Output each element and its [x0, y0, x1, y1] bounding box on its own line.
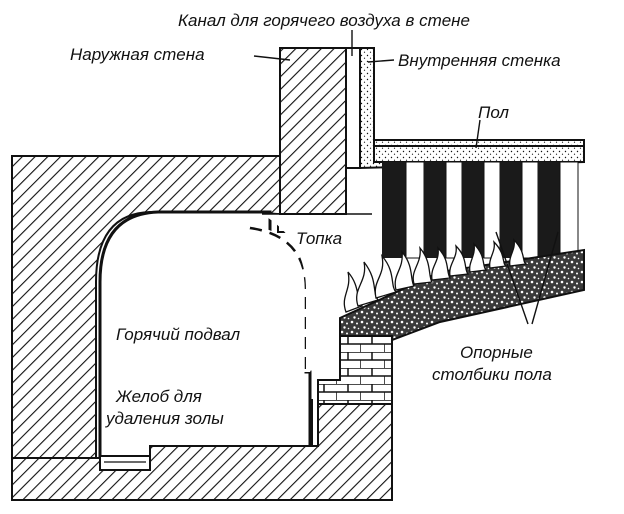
pillar-gap: [445, 161, 463, 259]
label-floor-pillars-line2: столбики пола: [432, 365, 552, 384]
pillar: [424, 162, 446, 258]
floor-pillars: [382, 161, 579, 259]
ash-trough: [99, 455, 151, 471]
label-inner-wall: Внутренняя стенка: [398, 51, 561, 70]
label-outer-wall: Наружная стена: [70, 45, 205, 64]
leader-pillar-2: [531, 231, 559, 325]
leader-pillar-1: [495, 231, 529, 325]
pillar-gap: [559, 161, 579, 259]
pillar-gap: [483, 161, 501, 259]
label-floor: Пол: [478, 103, 509, 122]
pillar: [500, 162, 522, 258]
leader-outer-wall: [253, 55, 291, 61]
pillar: [382, 162, 406, 258]
label-ash-trough-line1: Желоб для: [115, 387, 202, 406]
pillar-gap: [521, 161, 539, 259]
label-hot-air-channel: Канал для горячего воздуха в стене: [178, 11, 470, 30]
pillar: [538, 162, 560, 258]
pillar: [462, 162, 484, 258]
label-floor-pillars-line1: Опорные: [460, 343, 533, 362]
furnace-opening: [262, 214, 380, 372]
leader-inner-wall: [367, 59, 395, 63]
label-hot-basement: Горячий подвал: [116, 325, 240, 344]
label-furnace: Топка: [296, 229, 342, 248]
floor-slab: [373, 139, 585, 163]
label-ash-trough-line2: удаления золы: [105, 409, 224, 428]
fire-flames: [343, 238, 529, 313]
hot-air-channel: [345, 47, 361, 169]
pillar-gap: [405, 161, 425, 259]
basement-dashed-line: [249, 226, 308, 372]
leader-floor: [475, 119, 481, 149]
outer-wall: [279, 47, 347, 215]
brick-support: [317, 335, 393, 405]
